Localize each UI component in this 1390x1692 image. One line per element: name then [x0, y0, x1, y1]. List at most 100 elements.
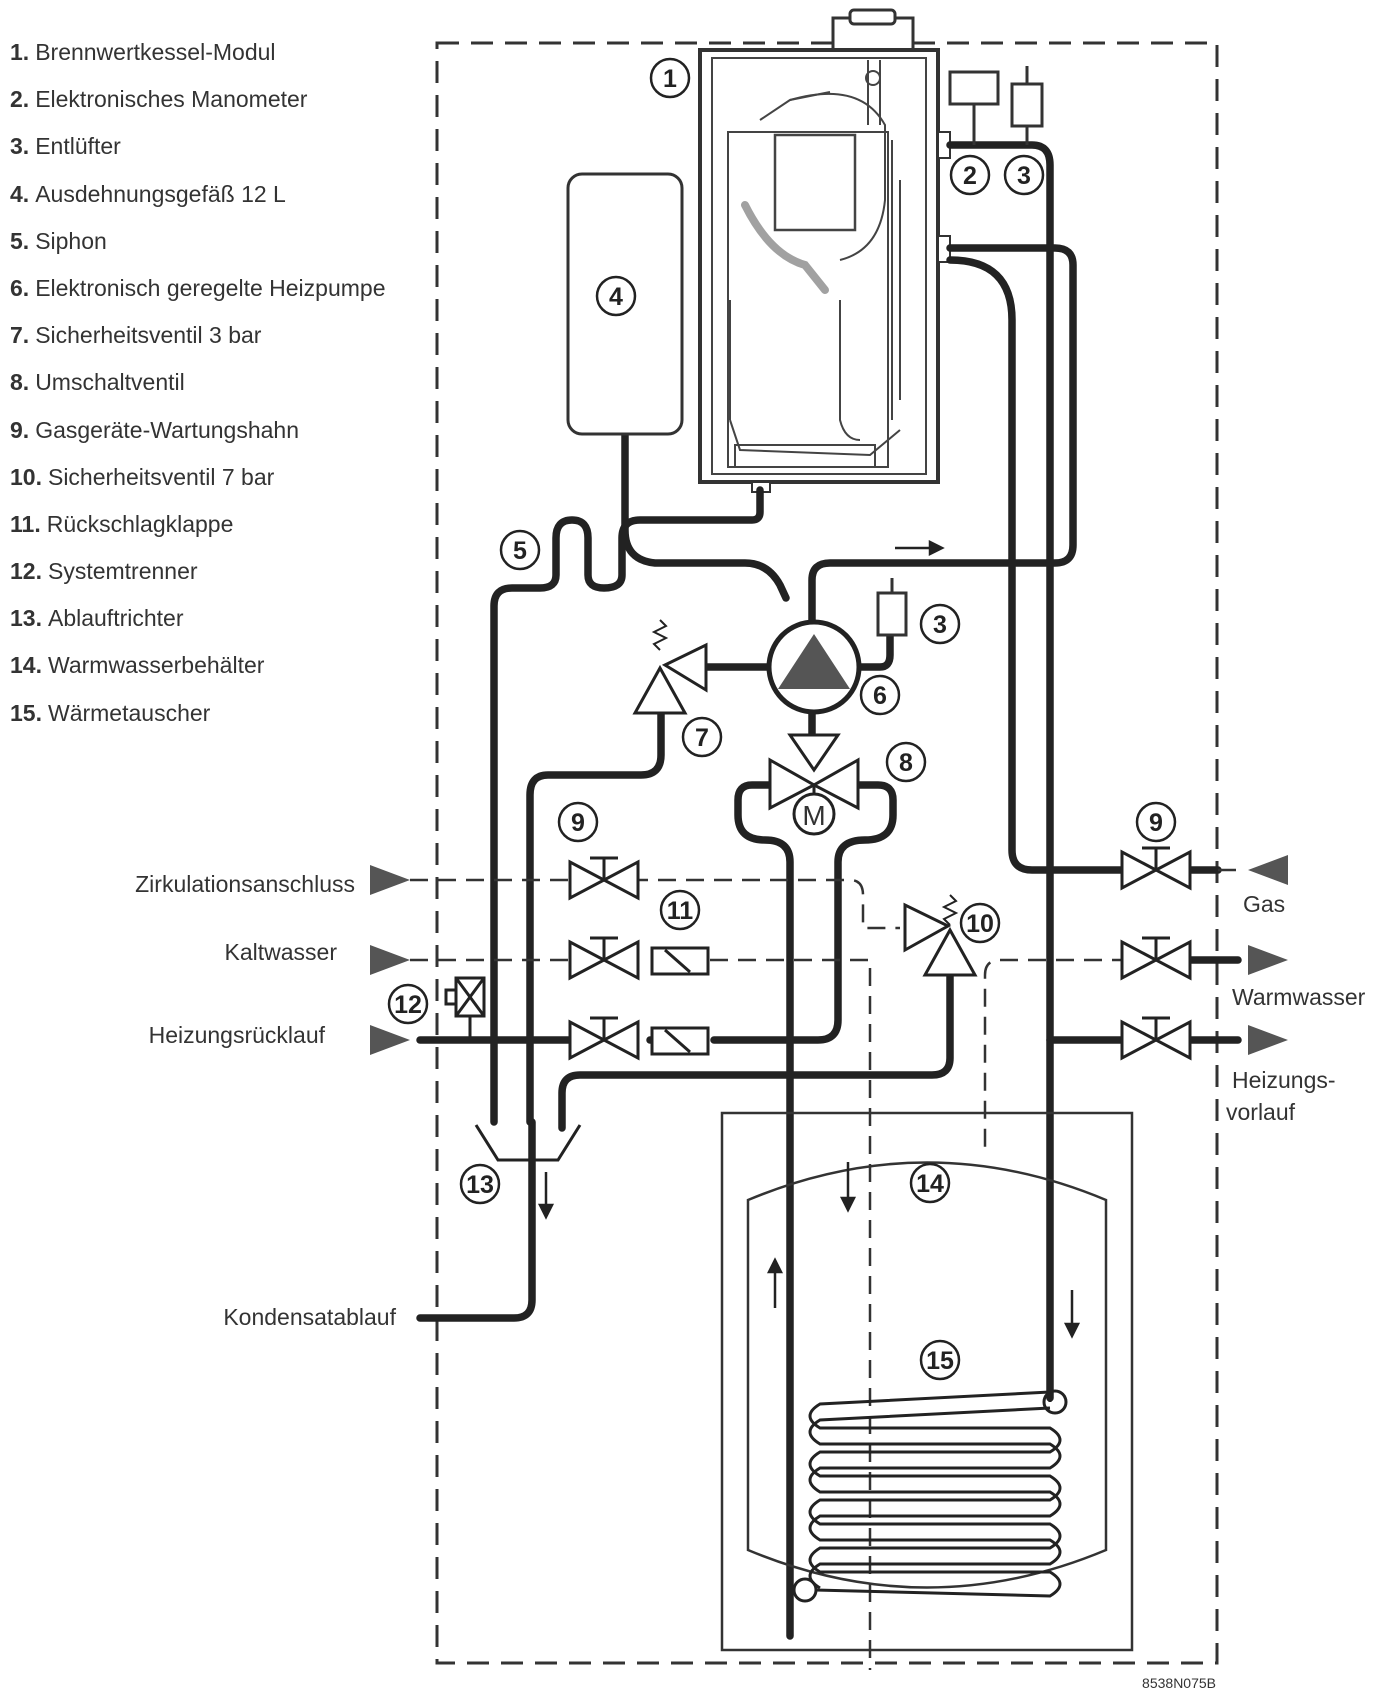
- callout-c9b: 9: [1135, 801, 1177, 843]
- legend-number: 1.: [10, 39, 30, 65]
- legend-number: 12.: [10, 558, 42, 585]
- legend-item: 5.Siphon: [10, 227, 395, 255]
- check-valves: [650, 946, 710, 1056]
- callout-number: 9: [1149, 809, 1163, 837]
- legend-number: 9.: [10, 416, 30, 443]
- legend-text: Umschaltventil: [35, 369, 185, 396]
- kondensat-label: Kondensatablauf: [223, 1304, 396, 1330]
- connection-arrows: [370, 855, 1288, 1055]
- gas-arrow: [1248, 855, 1288, 885]
- callout-c13: 13: [459, 1163, 501, 1205]
- legend-number: 8.: [10, 369, 30, 396]
- system-boundary: [435, 41, 1219, 1665]
- legend-item: 9.Gasgeräte-Wartungshahn: [10, 416, 395, 444]
- legend-text: Ablauftrichter: [47, 605, 184, 632]
- hot-water-tank: [720, 1111, 1134, 1652]
- legend-text: Wärmetauscher: [47, 699, 211, 726]
- callout-c12: 12: [387, 983, 429, 1025]
- legend-text: Ausdehnungsgefäß 12 L: [35, 180, 286, 207]
- connection-labels: Zirkulationsanschluss Kaltwasser Heizung…: [135, 800, 1366, 1691]
- callout-number: 1: [663, 65, 677, 93]
- callout-c11: 11: [659, 889, 701, 931]
- callout-number: 15: [926, 1347, 954, 1375]
- callout-number: 3: [1017, 162, 1031, 190]
- legend-text: Elektronisches Manometer: [35, 86, 308, 113]
- legend-number: 5.: [10, 227, 30, 254]
- callout-number: 5: [513, 537, 527, 565]
- kaltwasser-arrow: [370, 945, 410, 975]
- legend-text: Rückschlagklappe: [46, 510, 234, 537]
- legend-number: 10.: [10, 463, 42, 490]
- legend-number: 14.: [10, 652, 42, 679]
- legend-text: Gasgeräte-Wartungshahn: [35, 416, 299, 443]
- legend-number: 2.: [10, 86, 30, 113]
- safety-valve-7bar: [903, 894, 978, 977]
- callout-c10: 10: [959, 902, 1001, 944]
- safety-valve-3bar: [632, 619, 708, 715]
- warmwasser-label: Warmwasser: [1232, 984, 1366, 1010]
- legend-text: Sicherheitsventil 7 bar: [47, 463, 275, 490]
- legend-item: 6.Elektronisch geregelte Heizpumpe: [10, 274, 395, 302]
- legend-item: 12.Systemtrenner: [10, 557, 395, 585]
- legend-number: 3.: [10, 133, 30, 160]
- callout-c3b: 3: [919, 603, 961, 645]
- legend-text: Siphon: [35, 227, 107, 254]
- legend-item: 14.Warmwasserbehälter: [10, 651, 395, 679]
- legend-item: 4.Ausdehnungsgefäß 12 L: [10, 180, 395, 208]
- kaltwasser-label: Kaltwasser: [225, 939, 338, 965]
- legend-number: 11.: [10, 510, 41, 537]
- system-separator: [444, 976, 486, 1040]
- callout-c15: 15: [919, 1339, 961, 1381]
- heizungsruecklauf-arrow: [370, 1025, 410, 1055]
- legend-number: 6.: [10, 274, 30, 301]
- heat-exchanger-coil: [792, 1389, 1068, 1603]
- callout-number: 10: [966, 910, 994, 938]
- flow-arrows: [537, 539, 1081, 1339]
- callout-number: 2: [963, 162, 977, 190]
- gas-label: Gas: [1243, 891, 1285, 917]
- boiler-module: [698, 8, 951, 493]
- legend-text: Elektronisch geregelte Heizpumpe: [35, 274, 386, 301]
- motor-label: M: [802, 800, 825, 831]
- callout-number: 11: [667, 897, 694, 925]
- dashed-pipework: [410, 868, 1245, 1670]
- pipework: [416, 141, 1242, 1640]
- legend-text: Systemtrenner: [47, 558, 198, 585]
- drawing-code: 8538N075B: [1142, 1675, 1216, 1691]
- legend-item: 8.Umschaltventil: [10, 368, 395, 396]
- heizungsvorlauf-arrow: [1248, 1025, 1288, 1055]
- callout-c7: 7: [681, 716, 723, 758]
- legend-item: 2.Elektronisches Manometer: [10, 85, 395, 113]
- heating-pump: [766, 619, 862, 715]
- legend-item: 1.Brennwertkessel-Modul: [10, 38, 395, 66]
- callout-number: 3: [933, 611, 947, 639]
- zirkulation-label: Zirkulationsanschluss: [135, 871, 355, 897]
- manometer-and-vent: [948, 66, 1044, 145]
- callout-c14: 14: [909, 1162, 951, 1204]
- warmwasser-arrow: [1248, 945, 1288, 975]
- legend-number: 4.: [10, 180, 30, 207]
- legend-text: Warmwasserbehälter: [47, 652, 265, 679]
- legend-text: Brennwertkessel-Modul: [35, 39, 276, 65]
- service-taps-left: [568, 856, 640, 1061]
- callout-number: 12: [394, 991, 422, 1019]
- legend-item: 10.Sicherheitsventil 7 bar: [10, 463, 395, 491]
- legend-item: 15.Wärmetauscher: [10, 699, 395, 727]
- callout-number: 14: [916, 1170, 944, 1198]
- callout-c6: 6: [859, 674, 901, 716]
- vent-near-pump: [876, 578, 908, 637]
- legend-text: Sicherheitsventil 3 bar: [35, 322, 262, 349]
- callout-number: 6: [873, 682, 887, 710]
- callout-number: 4: [609, 283, 623, 311]
- callout-c8: 8: [885, 741, 927, 783]
- drain-funnel: [474, 1124, 582, 1162]
- legend-text: Entlüfter: [35, 133, 121, 160]
- legend-item: 13.Ablauftrichter: [10, 604, 395, 632]
- legend-number: 15.: [10, 699, 42, 726]
- callout-number: 7: [695, 724, 709, 752]
- switching-valve: [768, 733, 860, 836]
- heizungsruecklauf-label: Heizungsrücklauf: [149, 1022, 326, 1048]
